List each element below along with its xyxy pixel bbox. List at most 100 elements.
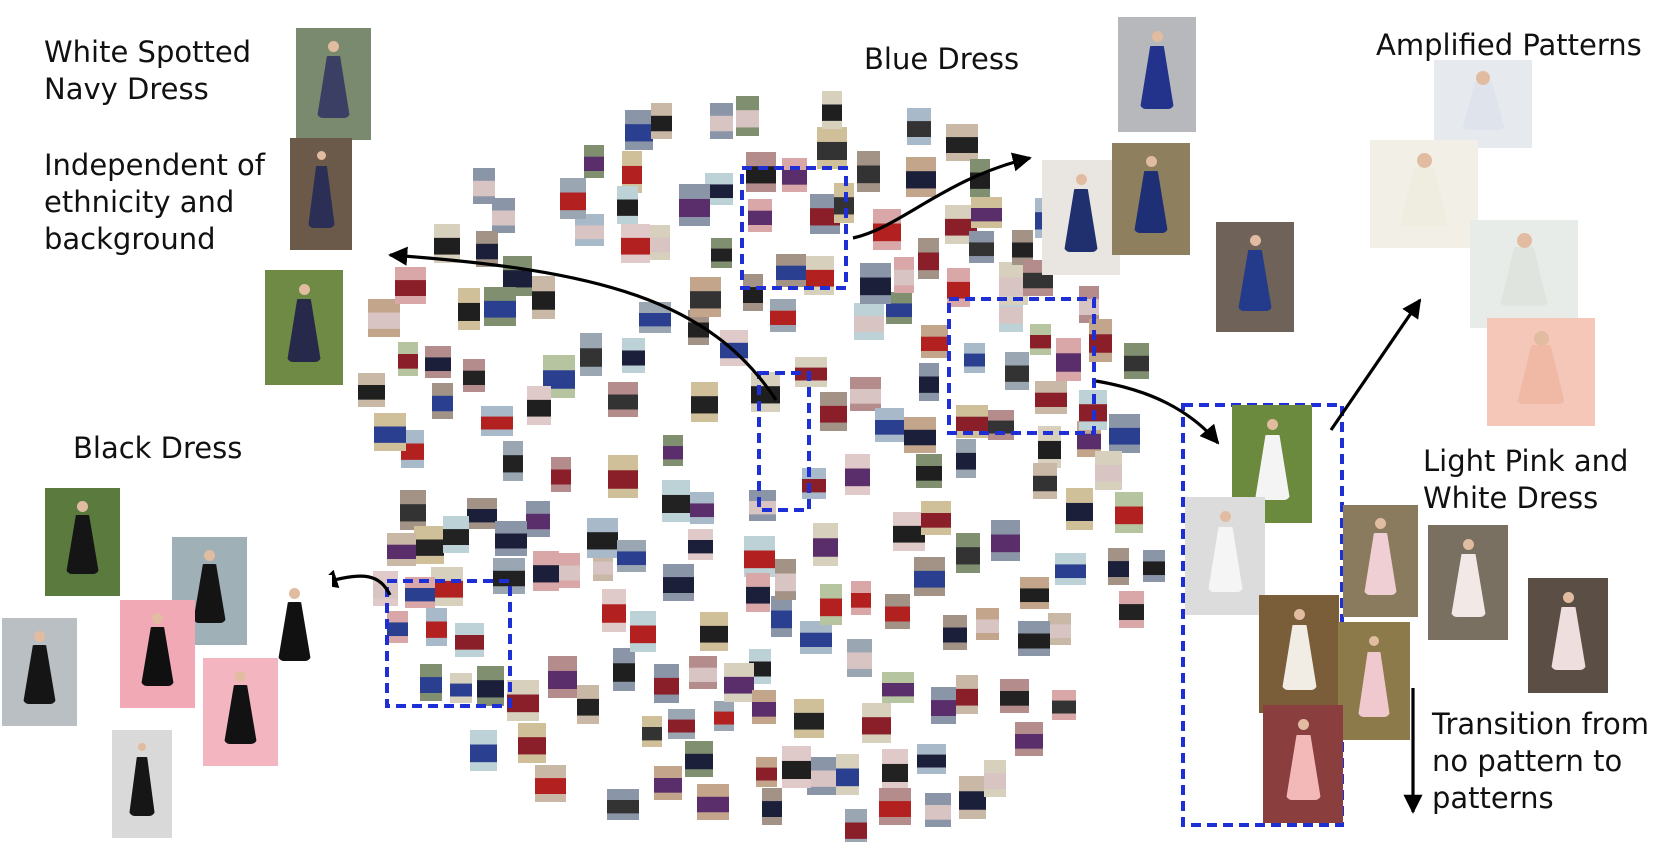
figure-head [328,41,339,52]
thumbnail [400,489,427,530]
example-photo [120,600,195,708]
figure-head [1517,233,1532,248]
dress-figure [1551,607,1586,670]
figure-head [34,631,45,642]
thumbnail [723,662,754,702]
thumbnail [813,523,839,567]
thumbnail [736,96,760,137]
thumbnail [696,783,729,820]
thumbnail [1054,553,1086,586]
dress-figure [66,515,99,574]
thumbnail [1056,337,1082,381]
thumbnail [859,263,891,305]
figure-head [1369,636,1379,646]
thumbnail [434,223,461,263]
figure-head [1298,719,1309,730]
figure-head [1294,609,1305,620]
dress-figure [129,757,155,816]
thumbnail [477,666,505,707]
thumbnail [607,455,638,499]
thumbnail [782,158,808,193]
dress-figure [1400,167,1448,226]
figure-head [138,743,146,751]
thumbnail [458,288,481,331]
thumbnail [861,702,891,743]
thumbnail [918,238,940,280]
thumbnail [616,539,646,572]
thumbnail [955,439,976,478]
thumbnail [1118,591,1144,629]
thumbnail [914,557,946,597]
dress-figure [1134,171,1168,233]
thumbnail [893,256,914,293]
dress-figure [23,645,56,704]
figure-head [289,588,300,599]
dress-figure [1208,527,1243,592]
cluster-box-light-pink [947,297,1096,435]
thumbnail [470,729,498,771]
thumbnail [714,700,735,731]
arrow-to-amplified [1329,298,1422,431]
cluster-box-transition [1181,403,1344,827]
thumbnail [820,583,843,625]
thumbnail [462,359,485,393]
dress-figure [1255,435,1290,500]
label-blue-dress: Blue Dress [864,42,1020,76]
thumbnail [491,197,515,233]
thumbnail [817,126,848,169]
cluster-box-navy-spotted [757,371,811,512]
dress-figure [287,299,321,362]
figure-head [317,151,326,160]
thumbnail [1108,413,1140,453]
thumbnail [710,238,732,269]
figure-head [1417,153,1432,168]
thumbnail [662,479,691,522]
thumbnail [878,787,911,825]
thumbnail [746,572,771,612]
thumbnail [921,501,952,536]
thumbnail [905,156,936,197]
thumbnail [651,102,673,139]
label-independent: Independent of ethnicity and background [44,148,265,256]
thumbnail [970,197,1002,229]
thumbnail [1012,230,1034,265]
thumbnail [801,468,826,500]
thumbnail [450,672,473,703]
thumbnail [685,740,714,777]
example-photo [1259,595,1339,713]
thumbnail [907,108,932,146]
thumbnail [918,362,939,401]
example-photo [112,730,172,838]
thumbnail [1066,488,1094,531]
label-transition: Transition from no pattern to patterns [1432,707,1649,815]
thumbnail [531,275,555,319]
thumbnail [624,110,653,151]
thumbnail [775,559,797,601]
example-photo [203,658,278,766]
thumbnail [964,343,986,374]
figure-head [299,284,310,295]
example-photo [265,270,343,385]
thumbnail [559,552,581,588]
thumbnail [742,273,763,311]
thumbnail [999,679,1029,714]
thumbnail [395,266,427,304]
dress-figure [1462,82,1505,130]
figure-head [1563,592,1574,603]
thumbnail [689,276,721,317]
thumbnail [587,517,619,558]
thumbnail [748,649,771,685]
thumbnail [835,754,859,796]
thumbnail [955,675,978,715]
thumbnail [969,158,990,197]
thumbnail [748,489,776,521]
figure-head [1267,419,1278,430]
thumbnail [945,123,978,161]
thumbnail [800,621,833,655]
thumbnail [916,744,946,774]
thumbnail [602,589,627,633]
thumbnail [575,213,605,246]
thumbnail [903,417,936,454]
thumbnail [752,689,777,724]
